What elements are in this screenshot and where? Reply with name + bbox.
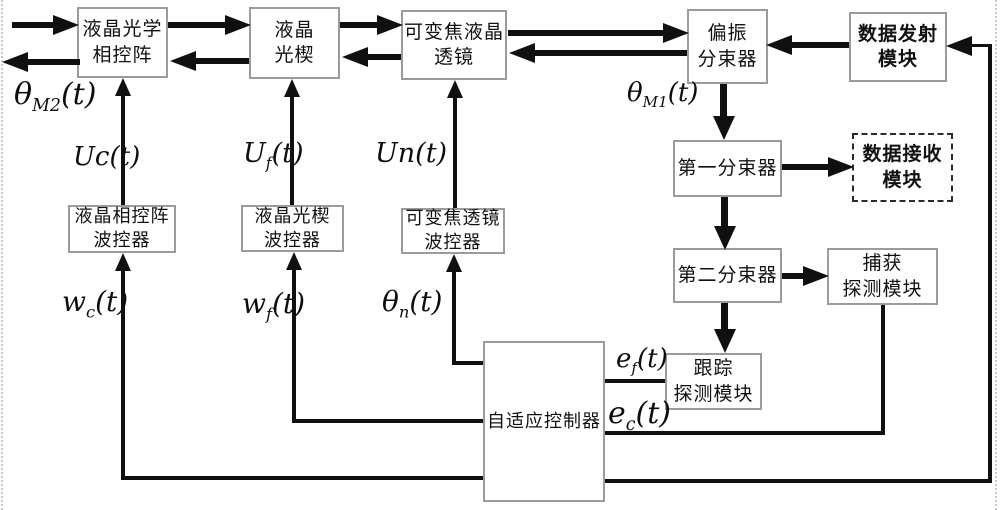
arrow-uf-to-wedge bbox=[290, 97, 294, 205]
arrow-wf-to-wedge-wave-controller bbox=[292, 270, 296, 423]
line-wc-horizontal bbox=[121, 476, 483, 480]
math-post: (t) bbox=[271, 138, 304, 169]
arrow-uc-to-phased-array bbox=[121, 96, 125, 205]
line-feedback-bottom bbox=[605, 479, 992, 483]
arrow-theta-n-to-lens-wave-controller bbox=[452, 272, 456, 365]
math-sub: c bbox=[85, 302, 96, 322]
math-sub: f bbox=[265, 153, 272, 173]
box-first-beam-splitter-label: 第一分束器 bbox=[677, 157, 778, 179]
arrow-splitter1-to-rx bbox=[782, 164, 828, 170]
label-ec: ec(t) bbox=[608, 396, 671, 434]
box-polarization-beam-splitter: 偏振 分束器 bbox=[687, 9, 768, 84]
math-pre: w bbox=[62, 285, 86, 318]
math-post: (t) bbox=[635, 396, 671, 431]
right-edge-artifact bbox=[995, 0, 997, 510]
arrow-lens-to-wedge bbox=[368, 54, 401, 60]
box-lens-wave-controller-label: 可变焦透镜 波控器 bbox=[405, 208, 501, 252]
box-second-beam-splitter-label: 第二分束器 bbox=[677, 264, 778, 286]
line-feedback-right-vertical bbox=[988, 44, 992, 483]
line-ef-tracking-to-controller bbox=[605, 379, 665, 383]
arrow-phased-array-to-wedge bbox=[168, 22, 225, 28]
math-post: (t) bbox=[409, 285, 443, 318]
left-edge-artifact bbox=[1, 0, 3, 510]
label-un: Un(t) bbox=[375, 140, 447, 167]
math-post: (t) bbox=[415, 138, 448, 169]
arrow-wc-to-pa-wave-controller bbox=[121, 271, 125, 480]
box-data-transmit-module: 数据发射 模块 bbox=[849, 12, 947, 82]
box-acquisition-detect-module-label: 捕获 探测模块 bbox=[842, 253, 923, 300]
arrow-splitter1-to-splitter2 bbox=[721, 197, 728, 226]
box-wedge-wave-controller: 液晶光楔 波控器 bbox=[241, 205, 344, 252]
math-sub: c bbox=[625, 415, 636, 435]
box-lc-phased-array-label: 液晶光学 相控阵 bbox=[82, 19, 163, 66]
line-ec-horizontal bbox=[605, 431, 885, 435]
arrow-splitter2-to-acquisition bbox=[782, 273, 803, 279]
math-post: (t) bbox=[60, 77, 97, 112]
label-theta-n: θn(t) bbox=[382, 285, 443, 321]
line-acquisition-down bbox=[881, 305, 885, 435]
label-wf: wf(t) bbox=[242, 287, 306, 323]
box-phased-array-wave-controller: 液晶相控阵 波控器 bbox=[68, 205, 176, 253]
label-theta-m2: θM2(t) bbox=[14, 77, 97, 115]
arrow-wedge-to-phased-array bbox=[196, 58, 249, 64]
math-pre: θ bbox=[14, 77, 33, 112]
box-first-beam-splitter: 第一分束器 bbox=[673, 140, 782, 197]
box-lc-wedge-label: 液晶 光楔 bbox=[274, 19, 315, 66]
math-pre: θ bbox=[382, 285, 399, 318]
arrow-beam-outgoing bbox=[28, 59, 80, 65]
math-pre: θ bbox=[627, 78, 643, 108]
math-pre: Uc bbox=[73, 142, 110, 172]
math-sub: M2 bbox=[32, 96, 61, 116]
math-post: (t) bbox=[667, 78, 699, 108]
box-lens-wave-controller: 可变焦透镜 波控器 bbox=[401, 208, 505, 254]
arrow-pbs-to-lens bbox=[535, 50, 687, 56]
math-pre: e bbox=[608, 396, 626, 431]
arrow-tx-to-pbs bbox=[792, 42, 849, 48]
math-pre: Un bbox=[375, 138, 416, 169]
box-varifocal-lc-lens-label: 可变焦液晶 透镜 bbox=[403, 21, 504, 68]
line-wf-horizontal bbox=[292, 419, 483, 423]
math-post: (t) bbox=[271, 287, 306, 320]
box-data-receive-module: 数据接收 模块 bbox=[852, 133, 953, 202]
arrow-feedback-to-tx bbox=[972, 44, 990, 47]
arrow-lens-to-pbs bbox=[508, 30, 663, 36]
label-uf: Uf(t) bbox=[243, 138, 304, 171]
box-tracking-detect-module-label: 跟踪 探测模块 bbox=[673, 358, 754, 405]
box-polarization-beam-splitter-label: 偏振 分束器 bbox=[697, 23, 758, 70]
line-theta-n-horizontal bbox=[452, 361, 483, 365]
box-varifocal-lc-lens: 可变焦液晶 透镜 bbox=[401, 10, 507, 80]
box-adaptive-controller-label: 自适应控制器 bbox=[487, 410, 601, 431]
box-acquisition-detect-module: 捕获 探测模块 bbox=[827, 248, 938, 305]
math-pre: U bbox=[243, 138, 266, 169]
arrow-beam-incoming bbox=[12, 22, 53, 28]
math-pre: e bbox=[616, 344, 632, 374]
box-second-beam-splitter: 第二分束器 bbox=[673, 248, 782, 303]
box-adaptive-controller: 自适应控制器 bbox=[483, 341, 605, 502]
box-lc-phased-array: 液晶光学 相控阵 bbox=[77, 7, 168, 78]
math-sub: f bbox=[265, 304, 272, 324]
label-theta-m1: θM1(t) bbox=[627, 78, 699, 110]
arrow-un-to-lens bbox=[453, 98, 457, 208]
arrow-splitter2-to-tracking bbox=[721, 303, 728, 329]
label-wc: wc(t) bbox=[62, 285, 128, 321]
box-data-receive-module-label: 数据接收 模块 bbox=[862, 144, 943, 191]
math-sub: n bbox=[398, 302, 410, 322]
math-sub: f bbox=[631, 359, 637, 378]
box-tracking-detect-module: 跟踪 探测模块 bbox=[665, 353, 762, 410]
math-post: (t) bbox=[636, 344, 668, 374]
box-data-transmit-module-label: 数据发射 模块 bbox=[857, 23, 938, 70]
math-pre: w bbox=[242, 287, 266, 320]
arrow-wedge-to-lens bbox=[340, 22, 377, 28]
box-wedge-wave-controller-label: 液晶光楔 波控器 bbox=[254, 205, 331, 250]
label-ef: ef(t) bbox=[616, 344, 668, 376]
label-uc: Uc(t) bbox=[73, 144, 140, 170]
box-phased-array-wave-controller-label: 液晶相控阵 波控器 bbox=[74, 206, 170, 250]
box-lc-wedge: 液晶 光楔 bbox=[249, 7, 340, 79]
math-sub: M1 bbox=[642, 93, 668, 112]
arrow-pbs-to-splitter1 bbox=[720, 84, 727, 116]
